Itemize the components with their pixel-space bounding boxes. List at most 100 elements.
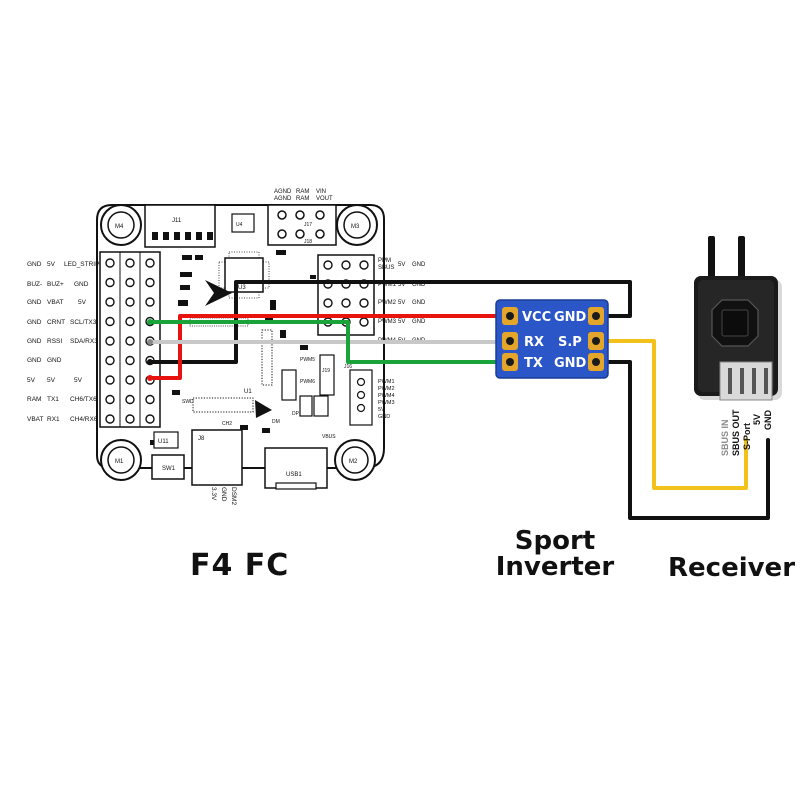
mount-hole-m3: M3 [336,204,378,246]
top-label: AGND [274,189,292,195]
wire-red-vcc [148,314,510,380]
pin-label: GND [412,300,426,306]
inverter-pin-label: RX [524,335,544,350]
pin-label: BUZ- [27,281,42,288]
receiver-pin-label: GND [763,410,773,431]
caption-receiver: Receiver [668,553,796,583]
pin-label: PPM [378,258,391,264]
pin-label: GND [27,319,42,326]
header-pin [125,355,135,366]
pin-label: 5V [47,377,56,384]
pad-rx [502,332,518,350]
component-label: U11 [158,439,169,445]
header-pin [341,260,351,270]
inverter-pin-label: GND [554,310,587,325]
pin-label: 5V [398,300,405,306]
component-label: J11 [172,218,182,224]
orientation-arrow [255,400,272,418]
inverter-pin-label: S.P [558,335,582,350]
top-label: VIN [316,189,326,195]
pin-label: GND [412,319,426,325]
pin-label: GND [47,357,62,364]
pin-label: SBUS [378,265,394,271]
header-pin [125,394,135,405]
component-label: SWD [182,399,194,405]
header-pin [105,336,115,346]
component-label: U3 [238,285,246,291]
receiver-pin-label: 5V [752,414,762,425]
orientation-arrow [205,280,232,306]
component-label: J8 [198,436,205,442]
top-label: RAM [296,196,309,202]
pin-label: PWM1 [378,282,397,288]
header-pin [105,375,115,385]
component-label: J16 [344,364,352,370]
component-label: J18 [304,239,312,245]
inverter-pin-label: GND [554,356,587,371]
wire-endpoint [147,375,153,381]
mount-hole-m2: M2 [334,439,376,481]
header-pin [323,260,333,270]
pin-label: VBAT [27,416,44,423]
pin-label: BUZ+ [47,281,64,288]
pin-label: GND [412,282,426,288]
mount-label: M3 [351,224,360,230]
pin-label: PWM2 [378,300,397,306]
component-label: PWM5 [300,357,315,363]
component-label: SW1 [162,466,176,472]
header-pin [125,258,135,268]
pwm-side-labels: PWM1 PWM2 PWM4 PWM3 5V GND [378,379,395,420]
pin-label: 5V [47,261,56,268]
header-pin [359,260,369,270]
pin-label: GND [27,299,42,306]
pad-vcc [502,307,518,325]
pin-label: 5V [78,299,87,306]
component-label: J19 [322,368,330,374]
header-pin [105,258,115,268]
pin-label: LED_STRIP [64,261,99,268]
pin-label: CRNT [47,319,65,326]
mount-label: M2 [349,459,358,465]
component-label: CH2 [222,421,232,427]
pad-gnd-bottom [588,353,604,371]
header-pin [105,414,115,424]
antenna [708,236,715,282]
pin-label: CH4/RX6 [70,416,98,423]
pin-label: 5V [27,377,36,384]
component-label: VBUS [322,434,336,440]
pad-tx [502,353,518,371]
header-pin [145,414,155,424]
pin-label: CH6/TX6 [70,396,97,403]
top-label: VOUT [316,196,333,202]
wires [147,280,770,520]
header-pin [323,298,333,308]
pin-label: GND [27,357,42,364]
inverter-pin-label: TX [524,356,543,371]
pin-label: GND [378,414,390,420]
receiver-pin-label: SBUS OUT [731,409,741,456]
pad-sp [588,332,604,350]
bottom-label: GND [220,487,227,502]
wire-green-tx [148,320,510,364]
pin-label: RSSI [47,338,62,345]
header-pin [105,355,115,366]
receiver-pin-label: SBUS IN [720,419,730,456]
header-pin [359,298,369,308]
pin-label: PWM3 [378,400,395,406]
header-pin [105,394,115,405]
component-label: J17 [304,222,312,228]
component-label: USB1 [286,472,302,478]
pad-gnd-top [588,307,604,325]
header-pin [105,297,115,307]
header-pin [105,316,115,327]
pin-label: 5V [378,407,385,413]
component-label: DM [272,419,280,425]
receiver-pin-label: S-Port [742,423,752,450]
component-label: DP [292,411,300,417]
pin-label: TX1 [47,396,59,403]
mount-label: M4 [115,224,124,230]
wire-black-receiver-gnd [596,360,770,520]
sport-inverter-board: VCC RX TX GND S.P GND [495,299,609,379]
caption-sport-inverter: Sport Inverter [490,528,620,580]
wire-endpoint [147,359,153,365]
